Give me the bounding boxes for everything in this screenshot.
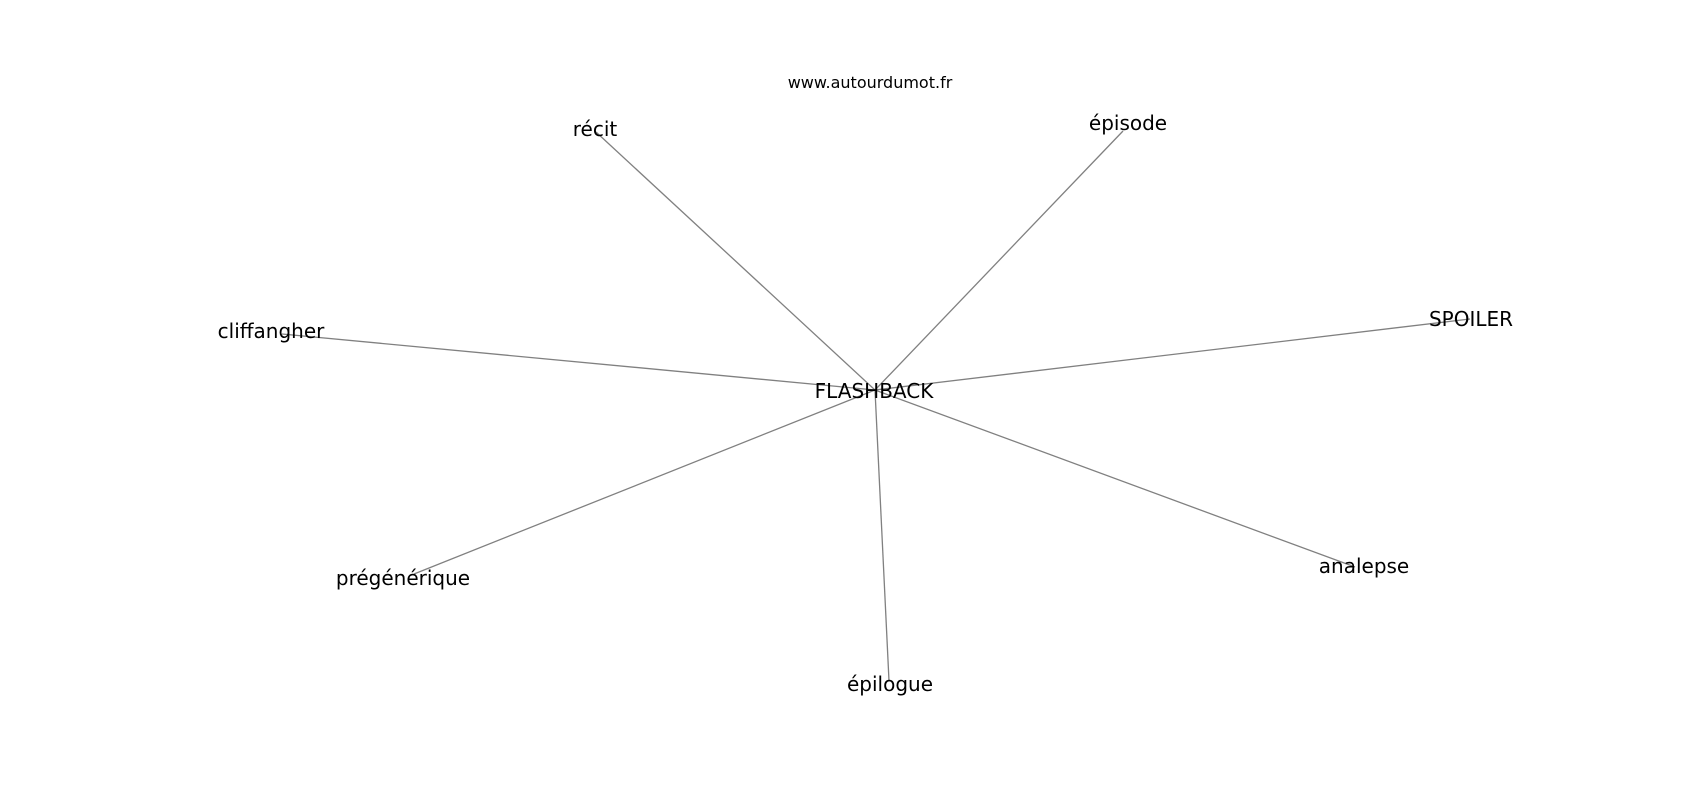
edge-episode [874, 130, 1124, 391]
edge-recit [595, 131, 876, 391]
word-label-episode[interactable]: épisode [1089, 111, 1167, 135]
center-word-label: FLASHBACK [815, 379, 935, 403]
word-label-epilogue[interactable]: épilogue [847, 672, 933, 696]
edges [281, 130, 1471, 682]
word-label-recit[interactable]: récit [573, 117, 618, 141]
edge-epilogue [874, 389, 890, 682]
word-label-cliffangher[interactable]: cliffangher [218, 319, 325, 343]
edge-analepse [874, 389, 1356, 568]
edge-pregenerique [413, 389, 876, 575]
word-label-pregenerique[interactable]: prégénérique [336, 566, 470, 590]
edge-spoiler [874, 318, 1471, 391]
word-label-spoiler[interactable]: SPOILER [1429, 307, 1513, 331]
word-label-analepse[interactable]: analepse [1319, 554, 1409, 578]
nodes: www.autourdumot.fr FLASHBACK récit épisod… [218, 73, 1513, 696]
source-url: www.autourdumot.fr [788, 73, 953, 92]
edge-cliffangher [281, 333, 876, 391]
